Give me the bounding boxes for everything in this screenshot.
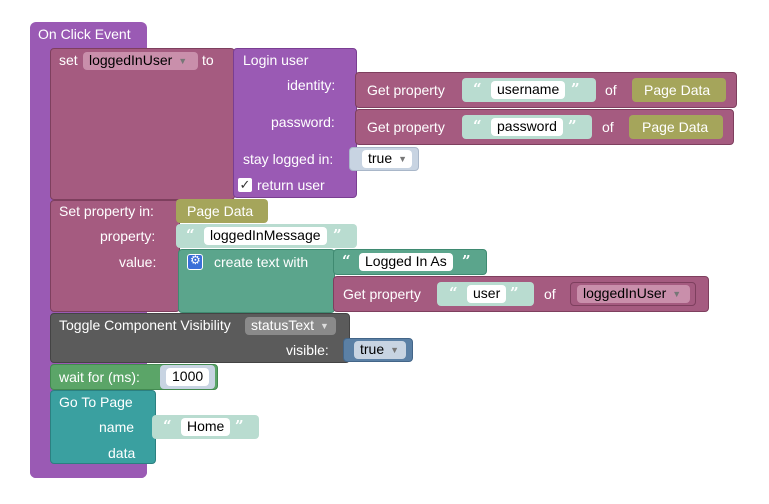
login-title: Login user	[243, 52, 309, 68]
set-property-title: Set property in:	[59, 203, 154, 219]
event-title: On Click Event	[38, 26, 131, 42]
set-property-target-block[interactable]	[176, 199, 268, 223]
quote-open-icon: “	[473, 80, 482, 98]
page-data-block[interactable]	[629, 115, 723, 139]
set-label: set	[59, 52, 78, 68]
set-variable-block[interactable]	[50, 48, 235, 200]
stay-value: true	[368, 150, 393, 166]
get-property-label: Get property	[367, 119, 445, 135]
component-name: statusText	[251, 317, 315, 333]
quote-open-icon: “	[186, 226, 195, 244]
wait-label: wait for (ms):	[59, 369, 140, 385]
quote-close-icon: ”	[235, 417, 244, 435]
chevron-down-icon: ▼	[672, 289, 682, 300]
name-label: name	[99, 419, 135, 435]
login-user-block[interactable]	[233, 48, 357, 198]
component-dropdown[interactable]: statusText ▼	[245, 317, 336, 335]
page-data-block[interactable]	[632, 78, 726, 102]
logged-in-user-dropdown[interactable]: loggedInUser ▼	[577, 285, 690, 303]
page-data-label: Page Data	[644, 82, 711, 98]
quote-open-icon: “	[163, 417, 172, 435]
to-label: to	[202, 52, 214, 68]
toggle-title: Toggle Component Visibility	[59, 317, 231, 333]
quote-close-icon: ”	[571, 80, 580, 98]
quote-open-icon: “	[449, 284, 458, 302]
of-label: of	[605, 82, 617, 98]
wait-value-field[interactable]: 1000	[166, 368, 210, 386]
get-property-label: Get property	[343, 286, 421, 302]
quote-close-icon: ”	[462, 252, 471, 270]
visible-label: visible:	[286, 342, 329, 358]
quote-close-icon: ”	[333, 226, 342, 244]
set-property-target: Page Data	[187, 203, 254, 219]
logged-in-as-field[interactable]: Logged In As	[359, 253, 453, 271]
identity-label: identity:	[287, 77, 336, 93]
gear-icon[interactable]	[187, 253, 203, 270]
page-name-field[interactable]: Home	[181, 418, 231, 436]
property-label: property:	[100, 228, 156, 244]
password-label: password:	[271, 114, 335, 130]
user-key-field[interactable]: user	[467, 285, 507, 303]
go-to-page-block[interactable]	[50, 390, 156, 464]
chevron-down-icon: ▼	[398, 154, 408, 165]
chevron-down-icon: ▼	[178, 56, 188, 67]
chevron-down-icon: ▼	[390, 345, 400, 356]
quote-open-icon: “	[473, 117, 482, 135]
create-text-block[interactable]	[178, 249, 335, 313]
set-property-block[interactable]	[50, 200, 180, 312]
quote-close-icon: ”	[510, 284, 519, 302]
logged-in-user-name: loggedInUser	[583, 285, 667, 301]
visible-value: true	[360, 341, 385, 357]
stay-logged-in-label: stay logged in:	[243, 151, 334, 167]
event-bottom-bar	[30, 464, 147, 478]
variable-dropdown[interactable]: loggedInUser ▼	[83, 52, 198, 70]
page-data-label: Page Data	[642, 119, 709, 135]
of-label: of	[602, 119, 614, 135]
username-key-field[interactable]: username	[491, 81, 566, 99]
password-key-field[interactable]: password	[491, 118, 563, 136]
quote-close-icon: ”	[568, 117, 577, 135]
data-label: data	[108, 445, 136, 461]
go-to-page-title: Go To Page	[59, 394, 133, 410]
property-value-field[interactable]: loggedInMessage	[204, 227, 327, 245]
quote-open-icon: “	[342, 252, 351, 270]
chevron-down-icon: ▼	[320, 321, 329, 332]
stay-logged-in-dropdown[interactable]: true ▼	[362, 150, 412, 168]
get-property-label: Get property	[367, 82, 445, 98]
of-label: of	[544, 286, 556, 302]
create-text-label: create text with	[214, 254, 309, 270]
value-label: value:	[119, 254, 157, 270]
visible-dropdown[interactable]: true ▼	[354, 341, 406, 359]
variable-name: loggedInUser	[89, 52, 173, 68]
return-user-label: return user	[257, 177, 325, 193]
return-user-checkbox[interactable]: ✓	[238, 177, 252, 192]
